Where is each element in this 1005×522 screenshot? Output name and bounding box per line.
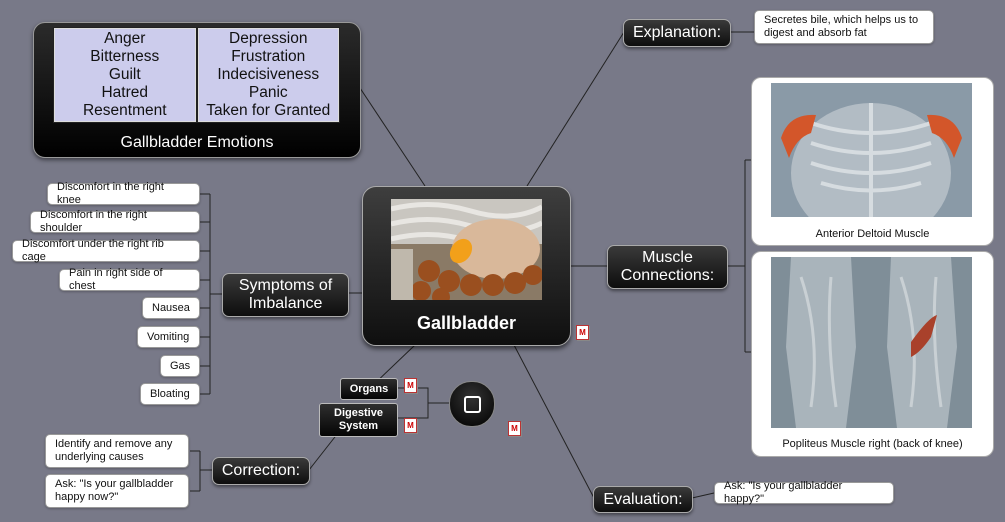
emotion-item: Frustration: [231, 48, 306, 65]
explanation-text: Secretes bile, which helps us to digest …: [764, 14, 919, 39]
square-icon: [463, 395, 481, 413]
emotion-item: Taken for Granted: [206, 102, 331, 119]
emotion-item: Bitterness: [90, 48, 160, 65]
muscle-connections-node[interactable]: Muscle Connections:: [607, 245, 728, 289]
emotions-column-right: Depression Frustration Indecisiveness Pa…: [197, 28, 339, 122]
correction-item[interactable]: Identify and remove any underlying cause…: [45, 434, 189, 468]
symptom-item[interactable]: Discomfort under the right rib cage: [12, 238, 200, 263]
symptom-item[interactable]: Vomiting: [137, 326, 200, 348]
organs-node[interactable]: Organs: [340, 378, 398, 400]
symptom-text: Nausea: [152, 301, 190, 314]
correction-text: Identify and remove any underlying cause…: [55, 438, 173, 463]
correction-item[interactable]: Ask: "Is your gallbladder happy now?": [45, 474, 189, 508]
popliteus-card[interactable]: Popliteus Muscle right (back of knee): [751, 251, 994, 457]
symptom-text: Bloating: [150, 387, 190, 400]
attachment-icon[interactable]: M: [404, 378, 417, 393]
symptoms-label: Symptoms of Imbalance: [238, 277, 333, 312]
emotion-item: Hatred: [101, 84, 149, 101]
symptom-item[interactable]: Discomfort in the right knee: [47, 181, 200, 206]
emotions-table: Anger Bitterness Guilt Hatred Resentment…: [53, 27, 340, 123]
symptom-text: Discomfort in the right knee: [57, 181, 164, 206]
correction-label: Correction:: [221, 462, 301, 479]
emotion-item: Indecisiveness: [217, 66, 320, 83]
symptom-text: Discomfort under the right rib cage: [22, 238, 164, 263]
emotion-item: Guilt: [108, 66, 141, 83]
correction-text: Ask: "Is your gallbladder happy now?": [55, 478, 174, 503]
central-topic-title: Gallbladder: [416, 313, 517, 333]
muscle-connections-label: Muscle Connections:: [620, 249, 715, 284]
attachment-icon[interactable]: M: [404, 418, 417, 433]
evaluation-note[interactable]: Ask: "Is your gallbladder happy?": [714, 480, 894, 505]
evaluation-node[interactable]: Evaluation:: [593, 486, 693, 513]
attachment-icon[interactable]: M: [508, 421, 521, 436]
gallbladder-anatomy-image: [391, 199, 542, 300]
evaluation-text: Ask: "Is your gallbladder happy?": [724, 480, 843, 505]
anterior-deltoid-image: [771, 83, 972, 217]
correction-node[interactable]: Correction:: [212, 457, 310, 485]
emotions-caption: Gallbladder Emotions: [120, 134, 274, 151]
symptom-item[interactable]: Gas: [160, 355, 200, 377]
symptom-item[interactable]: Discomfort in the right shoulder: [30, 209, 200, 234]
emotion-item: Depression: [229, 30, 308, 47]
symptom-text: Pain in right side of chest: [69, 267, 163, 292]
digestive-system-label: Digestive System: [334, 407, 383, 432]
emotion-item: Anger: [104, 30, 146, 47]
gallbladder-emotions-node[interactable]: Anger Bitterness Guilt Hatred Resentment…: [33, 22, 361, 158]
anterior-deltoid-caption: Anterior Deltoid Muscle: [815, 228, 930, 240]
symptom-item[interactable]: Pain in right side of chest: [59, 267, 200, 292]
evaluation-label: Evaluation:: [603, 490, 683, 508]
digestive-system-node[interactable]: Digestive System: [319, 403, 398, 437]
popliteus-caption: Popliteus Muscle right (back of knee): [782, 438, 963, 450]
explanation-node[interactable]: Explanation:: [623, 19, 731, 47]
symptom-text: Discomfort in the right shoulder: [40, 209, 147, 234]
explanation-label: Explanation:: [632, 24, 722, 41]
symptoms-node[interactable]: Symptoms of Imbalance: [222, 273, 349, 317]
attachment-icon[interactable]: M: [576, 325, 589, 340]
symptom-text: Vomiting: [147, 330, 190, 343]
emotion-item: Panic: [248, 84, 288, 101]
symptom-item[interactable]: Nausea: [142, 297, 200, 319]
anterior-deltoid-card[interactable]: Anterior Deltoid Muscle: [751, 77, 994, 246]
central-topic-gallbladder[interactable]: Gallbladder: [362, 186, 571, 346]
popliteus-image: [771, 257, 972, 428]
symptom-text: Gas: [170, 359, 191, 372]
organs-label: Organs: [349, 382, 389, 395]
emotion-item: Resentment: [82, 102, 167, 119]
hub-node[interactable]: [449, 381, 495, 427]
explanation-note[interactable]: Secretes bile, which helps us to digest …: [754, 10, 934, 44]
emotions-column-left: Anger Bitterness Guilt Hatred Resentment: [54, 28, 196, 122]
symptom-item[interactable]: Bloating: [140, 383, 200, 405]
